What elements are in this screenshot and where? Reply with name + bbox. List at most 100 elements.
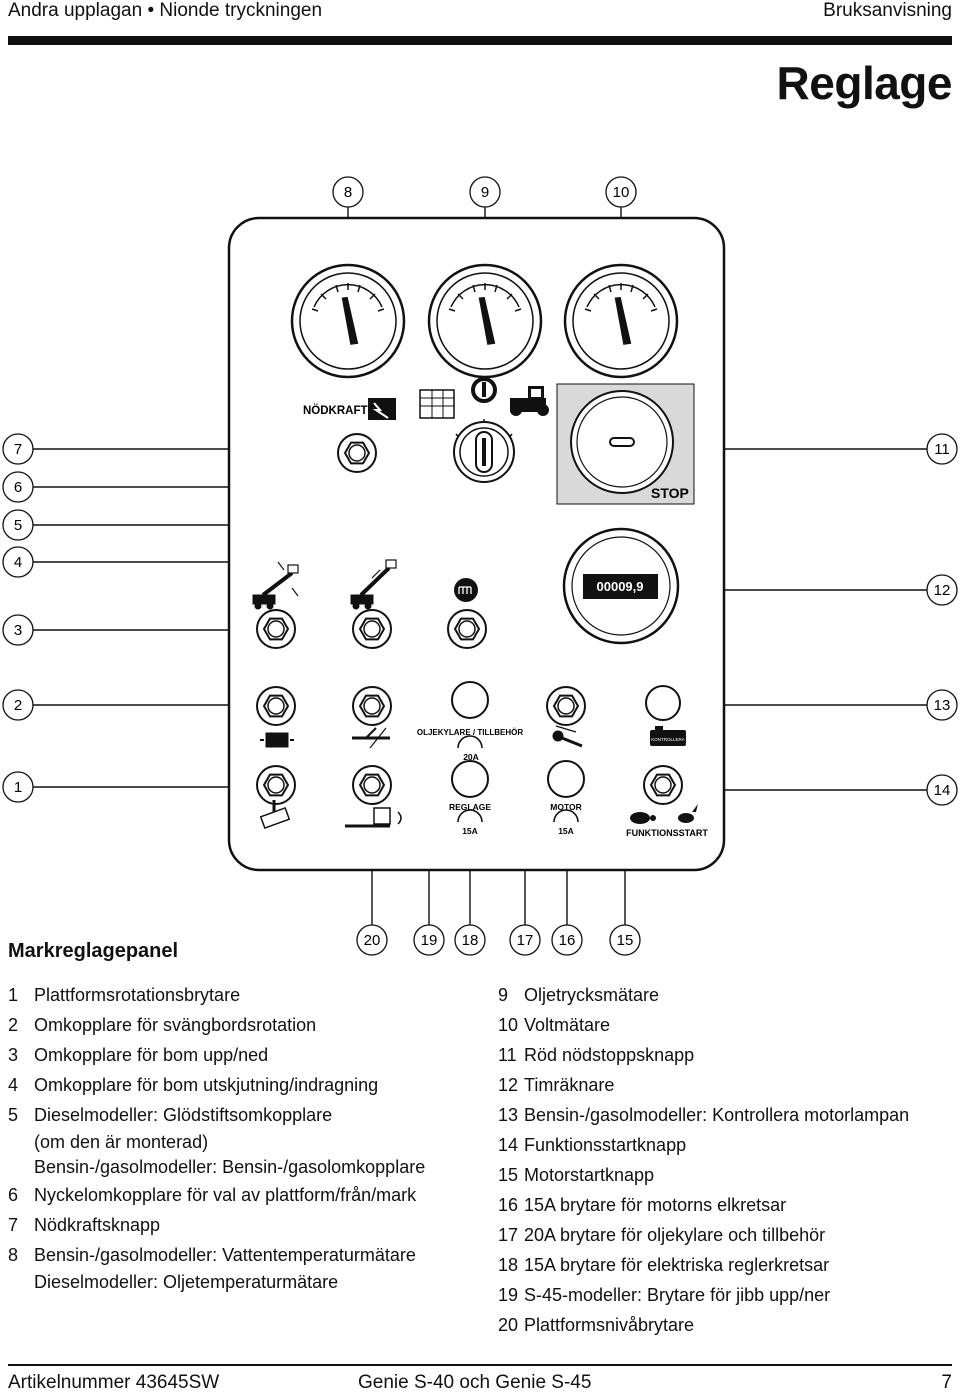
callout-10: 10: [613, 184, 630, 201]
turntable-rotate-icon: [260, 732, 294, 748]
callout-20: 20: [364, 932, 381, 949]
legend-number: 13: [498, 1105, 519, 1125]
callout-17: 17: [517, 932, 534, 949]
callout-15: 15: [617, 932, 634, 949]
boom-extend-retract-switch[interactable]: [256, 609, 296, 649]
turtle-icon: [630, 812, 656, 824]
hour-meter: [562, 527, 680, 645]
legend-number: 3: [8, 1045, 19, 1065]
callout-3: 3: [14, 622, 22, 639]
ground-machine-icon: [510, 386, 549, 416]
footer-rule: [8, 1364, 952, 1366]
legend-text: Omkopplare för bom utskjutning/indragnin…: [34, 1075, 379, 1095]
legend-number: 12: [498, 1075, 519, 1095]
legend-item: 11 Röd nödstoppsknapp: [498, 1040, 909, 1070]
legend-number: 17: [498, 1225, 519, 1245]
stop-label: STOP: [651, 485, 689, 501]
breaker-20a-arc: [457, 735, 483, 749]
callout-11: 11: [934, 441, 950, 458]
jib-icon: [352, 727, 390, 749]
engine-start-switch[interactable]: [546, 686, 586, 726]
legend-text: Voltmätare: [524, 1015, 611, 1035]
legend-text: 15A brytare för elektriska reglerkretsar: [524, 1255, 830, 1275]
callout-16: 16: [559, 932, 576, 949]
platform-icon: [419, 389, 455, 419]
platform-level-switch[interactable]: [352, 765, 392, 805]
control-panel-diagram: NÖDKRAFT STOP: [2, 176, 958, 956]
legend-number: 2: [8, 1015, 19, 1035]
callout-14: 14: [934, 782, 951, 799]
legend-text: Nyckelomkopplare för val av plattform/fr…: [34, 1185, 417, 1205]
callout-1: 1: [14, 779, 22, 796]
callout-2: 2: [14, 697, 22, 714]
key-switch[interactable]: [453, 419, 515, 483]
legend-number: 15: [498, 1165, 519, 1185]
legend-text: (om den är monterad): [34, 1132, 209, 1152]
legend-text: Funktionsstartknapp: [524, 1135, 687, 1155]
legend-text: 20A brytare för oljekylare och tillbehör: [524, 1225, 826, 1245]
platform-level-icon: [345, 807, 402, 828]
platform-rotate-switch[interactable]: [256, 765, 296, 805]
turntable-rotate-switch[interactable]: [256, 686, 296, 726]
temperature-gauge: [290, 263, 406, 379]
breaker-motor-15a[interactable]: [547, 760, 585, 798]
section-title: Markreglagepanel: [8, 940, 179, 962]
callout-5: 5: [14, 517, 22, 534]
footer-model: Genie S-40 och Genie S-45: [358, 1372, 592, 1393]
function-start-switch[interactable]: [643, 765, 683, 805]
breaker-reglage-15a[interactable]: [451, 760, 489, 798]
jib-up-down-switch[interactable]: [352, 686, 392, 726]
glow-plug-fuel-switch[interactable]: [447, 609, 487, 649]
legend-text: Plattformsrotationsbrytare: [34, 985, 241, 1005]
legend-text: Motorstartknapp: [524, 1165, 655, 1185]
callout-8: 8: [344, 184, 352, 201]
legend-text: Plattformsnivåbrytare: [524, 1315, 695, 1335]
legend-text: Dieselmodeller: Oljetemperaturmätare: [34, 1272, 339, 1292]
page-number: 7: [941, 1372, 952, 1393]
reglage-label: REGLAGE: [449, 802, 491, 812]
power-off-icon: [471, 377, 497, 403]
callout-19: 19: [421, 932, 438, 949]
breaker-20a[interactable]: [451, 681, 489, 719]
glow-plug-icon: [454, 578, 478, 602]
emergency-power-switch[interactable]: [337, 433, 377, 473]
motor-label: MOTOR: [550, 802, 581, 812]
legend-number: 8: [8, 1245, 19, 1265]
hour-meter-reading: 00009,9: [597, 579, 644, 594]
legend-text: Dieselmodeller: Glödstiftsomkopplare: [34, 1105, 333, 1125]
boom-up-down-switch[interactable]: [352, 609, 392, 649]
page-title: Reglage: [776, 57, 953, 109]
legend-number: 9: [498, 985, 509, 1005]
boom-up-down-icon: [350, 559, 397, 610]
emergency-stop-button[interactable]: [556, 383, 695, 505]
callout-circles: [2, 176, 958, 956]
header-rule: [8, 36, 952, 45]
legend-text: Röd nödstoppsknapp: [524, 1045, 695, 1065]
legend-number: 19: [498, 1285, 519, 1305]
legend-text: 15A brytare för motorns elkretsar: [524, 1195, 787, 1215]
reglage-breaker-arc: [457, 809, 483, 823]
legend-number: 11: [498, 1045, 517, 1065]
header-manual-type: Bruksanvisning: [823, 0, 952, 21]
legend-number: 7: [8, 1215, 19, 1235]
motor-breaker-arc: [553, 809, 579, 823]
voltmeter-gauge: [563, 263, 679, 379]
legend-number: 18: [498, 1255, 519, 1275]
oil-pressure-gauge: [427, 263, 543, 379]
platform-rotate-icon: [259, 800, 291, 830]
